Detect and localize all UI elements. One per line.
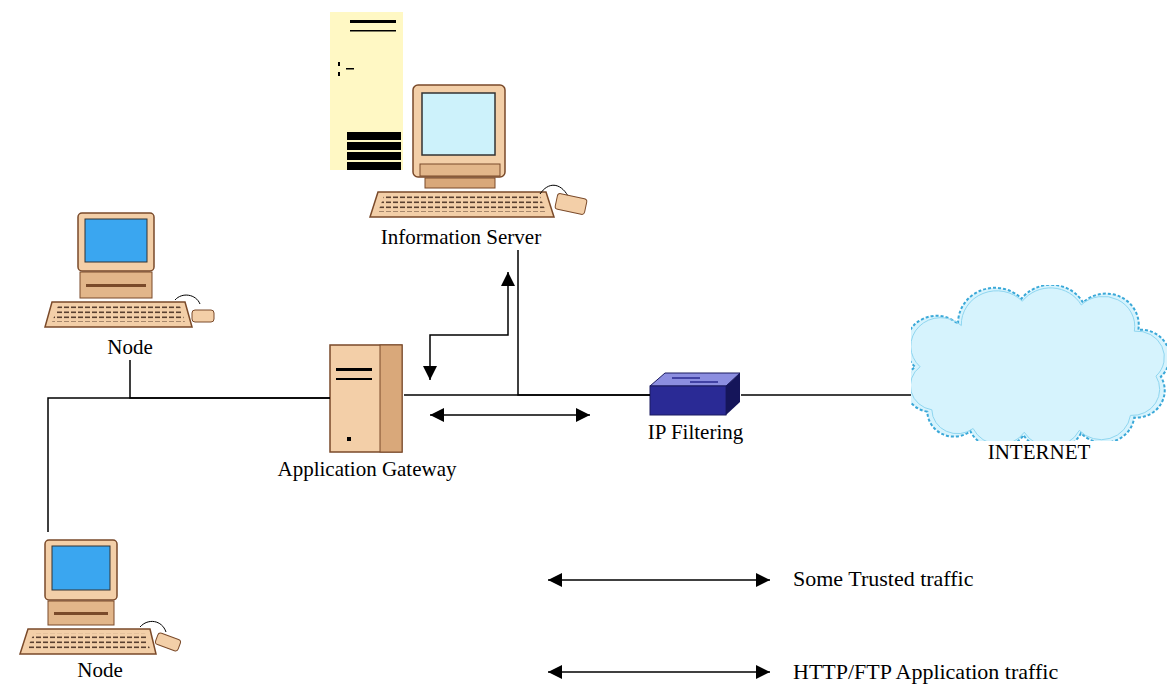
server-node: Information Server	[326, 12, 596, 250]
legend-text: HTTP/FTP Application traffic	[793, 659, 1058, 685]
node-label: INTERNET	[911, 440, 1167, 464]
network-link	[130, 360, 330, 398]
workstation-node: Node	[11, 532, 189, 683]
node-label: Node	[11, 658, 189, 682]
node-label: Information Server	[326, 225, 596, 249]
cloud-node: INTERNET	[911, 285, 1167, 465]
cloud-outline	[911, 288, 1164, 441]
gateway-tower	[330, 345, 402, 452]
server-tower	[330, 12, 403, 170]
legend-text: Some Trusted traffic	[793, 566, 973, 592]
workstation	[20, 540, 181, 654]
traffic-arrow	[430, 272, 508, 380]
server-monitor	[370, 85, 587, 217]
node-label: Application Gateway	[277, 457, 456, 481]
node-label: Node	[36, 335, 224, 359]
switch-icon	[650, 373, 740, 415]
network-link	[741, 394, 911, 396]
workstation-node: Node	[36, 210, 224, 360]
legend-sample	[548, 579, 770, 581]
legend-sample	[548, 671, 770, 673]
traffic-arrow	[430, 414, 590, 416]
network-link	[518, 250, 650, 395]
gateway-node: Application Gateway	[330, 345, 404, 453]
node-label: IP Filtering	[648, 420, 743, 444]
filter-node: IP Filtering	[650, 372, 741, 416]
cloud-shape	[911, 285, 1167, 441]
workstation	[45, 213, 214, 327]
cloud-outline	[911, 285, 1167, 441]
